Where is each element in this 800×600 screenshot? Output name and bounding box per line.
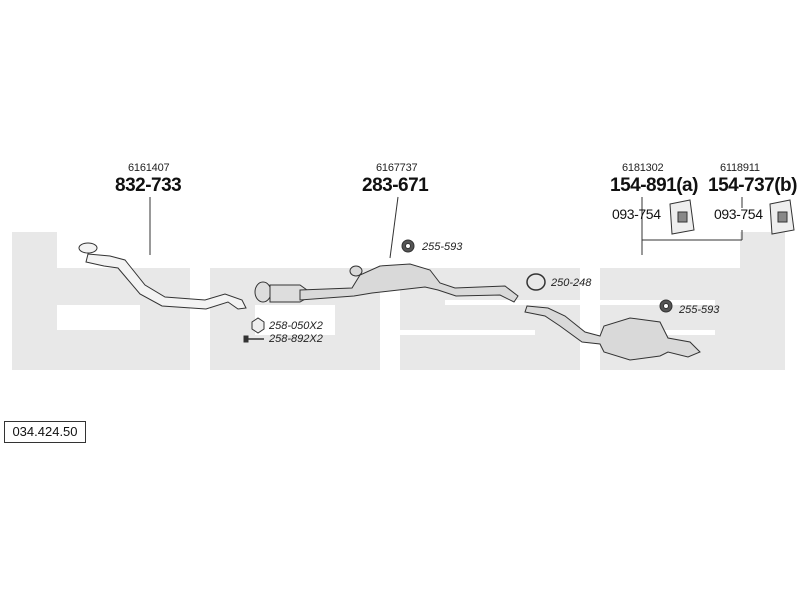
centre-silencer — [299, 263, 519, 303]
nut-icon — [251, 317, 265, 334]
clamp-icon — [526, 273, 546, 291]
part-number-rear-a[interactable]: 154-891(a) — [610, 175, 698, 196]
leader-lines — [149, 196, 743, 259]
oem-number-rear-a: 6181302 — [622, 162, 664, 174]
clamp-number[interactable]: 250-248 — [551, 277, 592, 289]
part-number-centre[interactable]: 283-671 — [362, 175, 429, 196]
bolt-number[interactable]: 258-050X2 — [269, 320, 323, 332]
mount-number-rear[interactable]: 255-593 — [679, 304, 720, 316]
part-number-rear-b[interactable]: 154-737(b) — [708, 175, 798, 196]
mount-number-centre[interactable]: 255-593 — [422, 241, 463, 253]
hanger-number-b[interactable]: 093-754 — [714, 206, 763, 222]
flange-joint — [254, 281, 308, 303]
rear-silencer — [524, 305, 701, 361]
oem-number-front-pipe: 6161407 — [128, 162, 170, 174]
hanger-icon-b — [769, 199, 795, 235]
diagram-code: 034.424.50 — [4, 421, 86, 443]
hanger-icon-a — [669, 199, 695, 235]
mount-icon-rear — [659, 299, 673, 313]
part-number-front-pipe[interactable]: 832-733 — [115, 175, 182, 196]
bolt-icon — [243, 335, 264, 343]
front-pipe — [78, 242, 247, 310]
hanger-number-a[interactable]: 093-754 — [612, 206, 661, 222]
oem-number-centre: 6167737 — [376, 162, 418, 174]
oem-number-rear-b: 6118911 — [720, 162, 760, 174]
nut-number[interactable]: 258-892X2 — [269, 333, 323, 345]
mount-icon-center — [401, 239, 415, 253]
